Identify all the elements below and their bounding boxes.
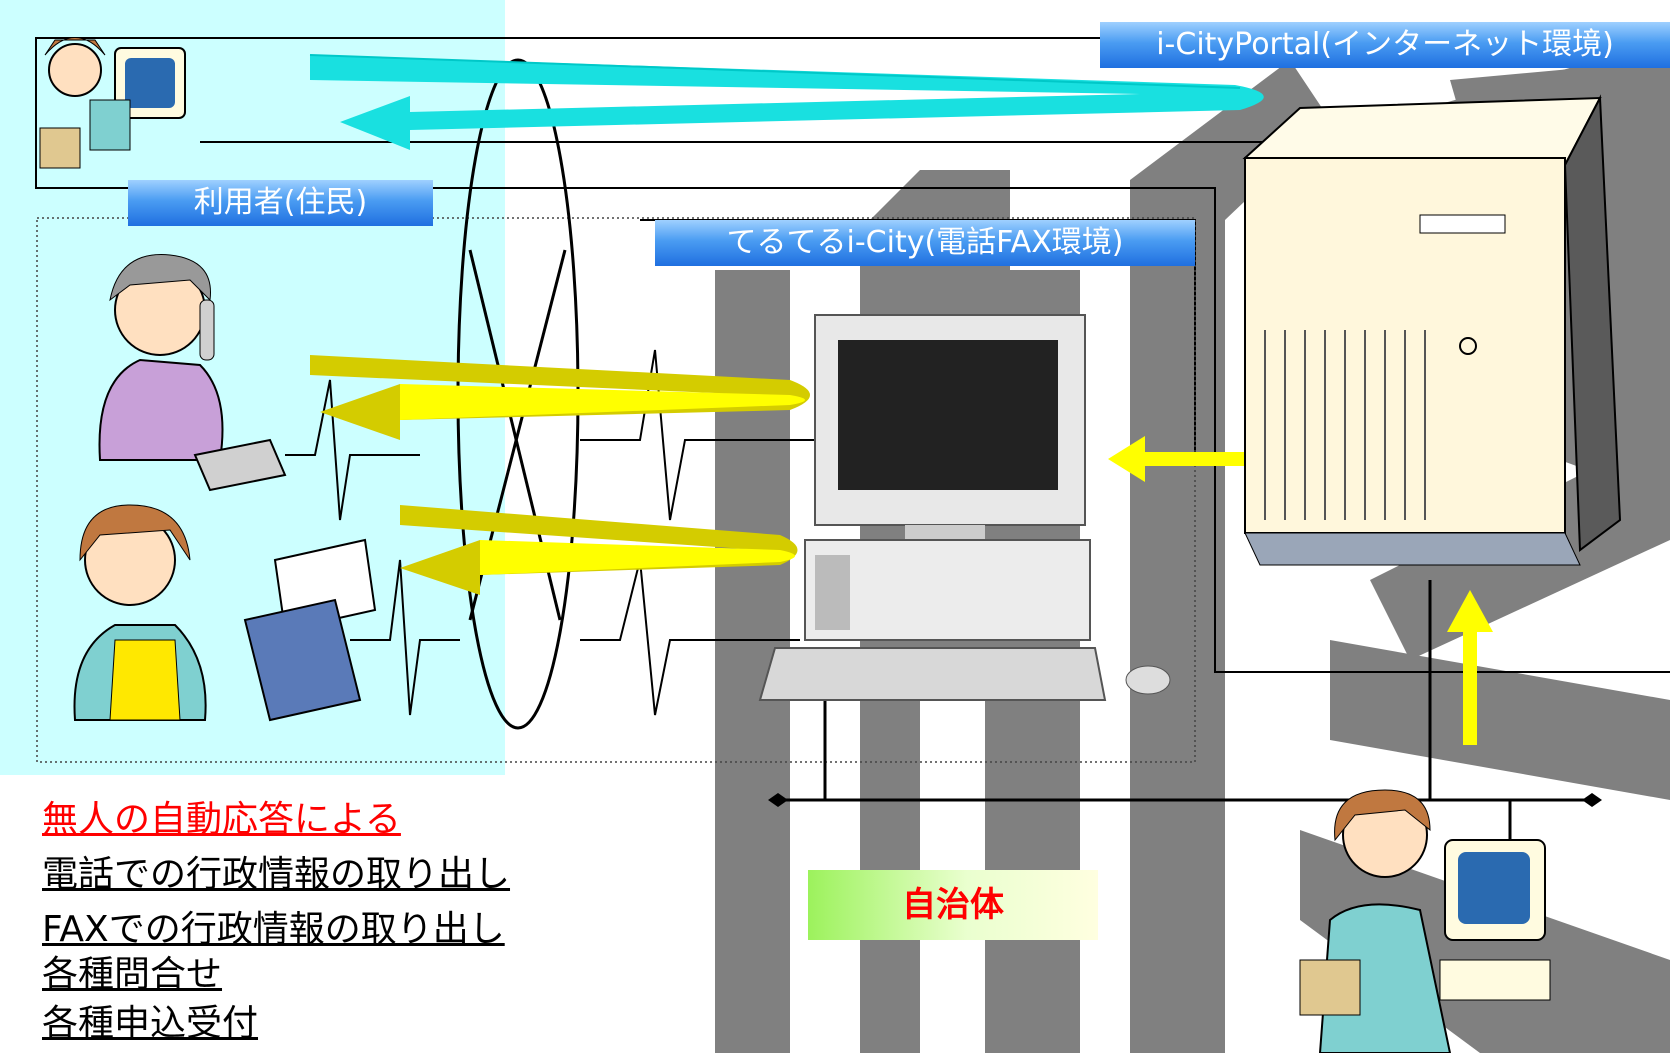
server-icon [1242, 94, 1622, 566]
ivr-computer-icon [758, 314, 1171, 701]
internet-environment-label: i-CityPortal(インターネット環境) [1100, 22, 1670, 68]
phone-fax-environment-label: てるてるi-City(電話FAX環境) [655, 220, 1195, 266]
woman-with-fax-icon [73, 504, 377, 722]
phone-line-zigzags [285, 349, 830, 716]
service-item: 各種問合せ [42, 954, 223, 995]
woman-on-telephone-icon [98, 254, 287, 492]
service-heading: 無人の自動応答による [42, 799, 401, 840]
staff-to-server-arrow [1447, 590, 1493, 745]
internet-flow-arrow [309, 54, 1264, 150]
municipality-label: 自治体 [808, 870, 1098, 940]
lan-bus [775, 580, 1595, 850]
fax-flow-arrow [400, 505, 798, 595]
service-item: FAXでの行政情報の取り出し [42, 909, 505, 950]
service-item: 電話での行政情報の取り出し [42, 854, 511, 895]
staff-at-computer-icon [1299, 789, 1551, 1053]
phone-environment-boundary [36, 217, 1196, 763]
users-label: 利用者(住民) [128, 180, 433, 226]
server-to-ivr-arrow [1108, 436, 1260, 482]
lan-bus-end-right [1582, 793, 1602, 807]
phone-flow-arrow [310, 355, 810, 440]
lan-bus-end-left [768, 793, 788, 807]
user-at-computer-icon [39, 37, 186, 169]
service-item: 各種申込受付 [42, 1003, 259, 1044]
